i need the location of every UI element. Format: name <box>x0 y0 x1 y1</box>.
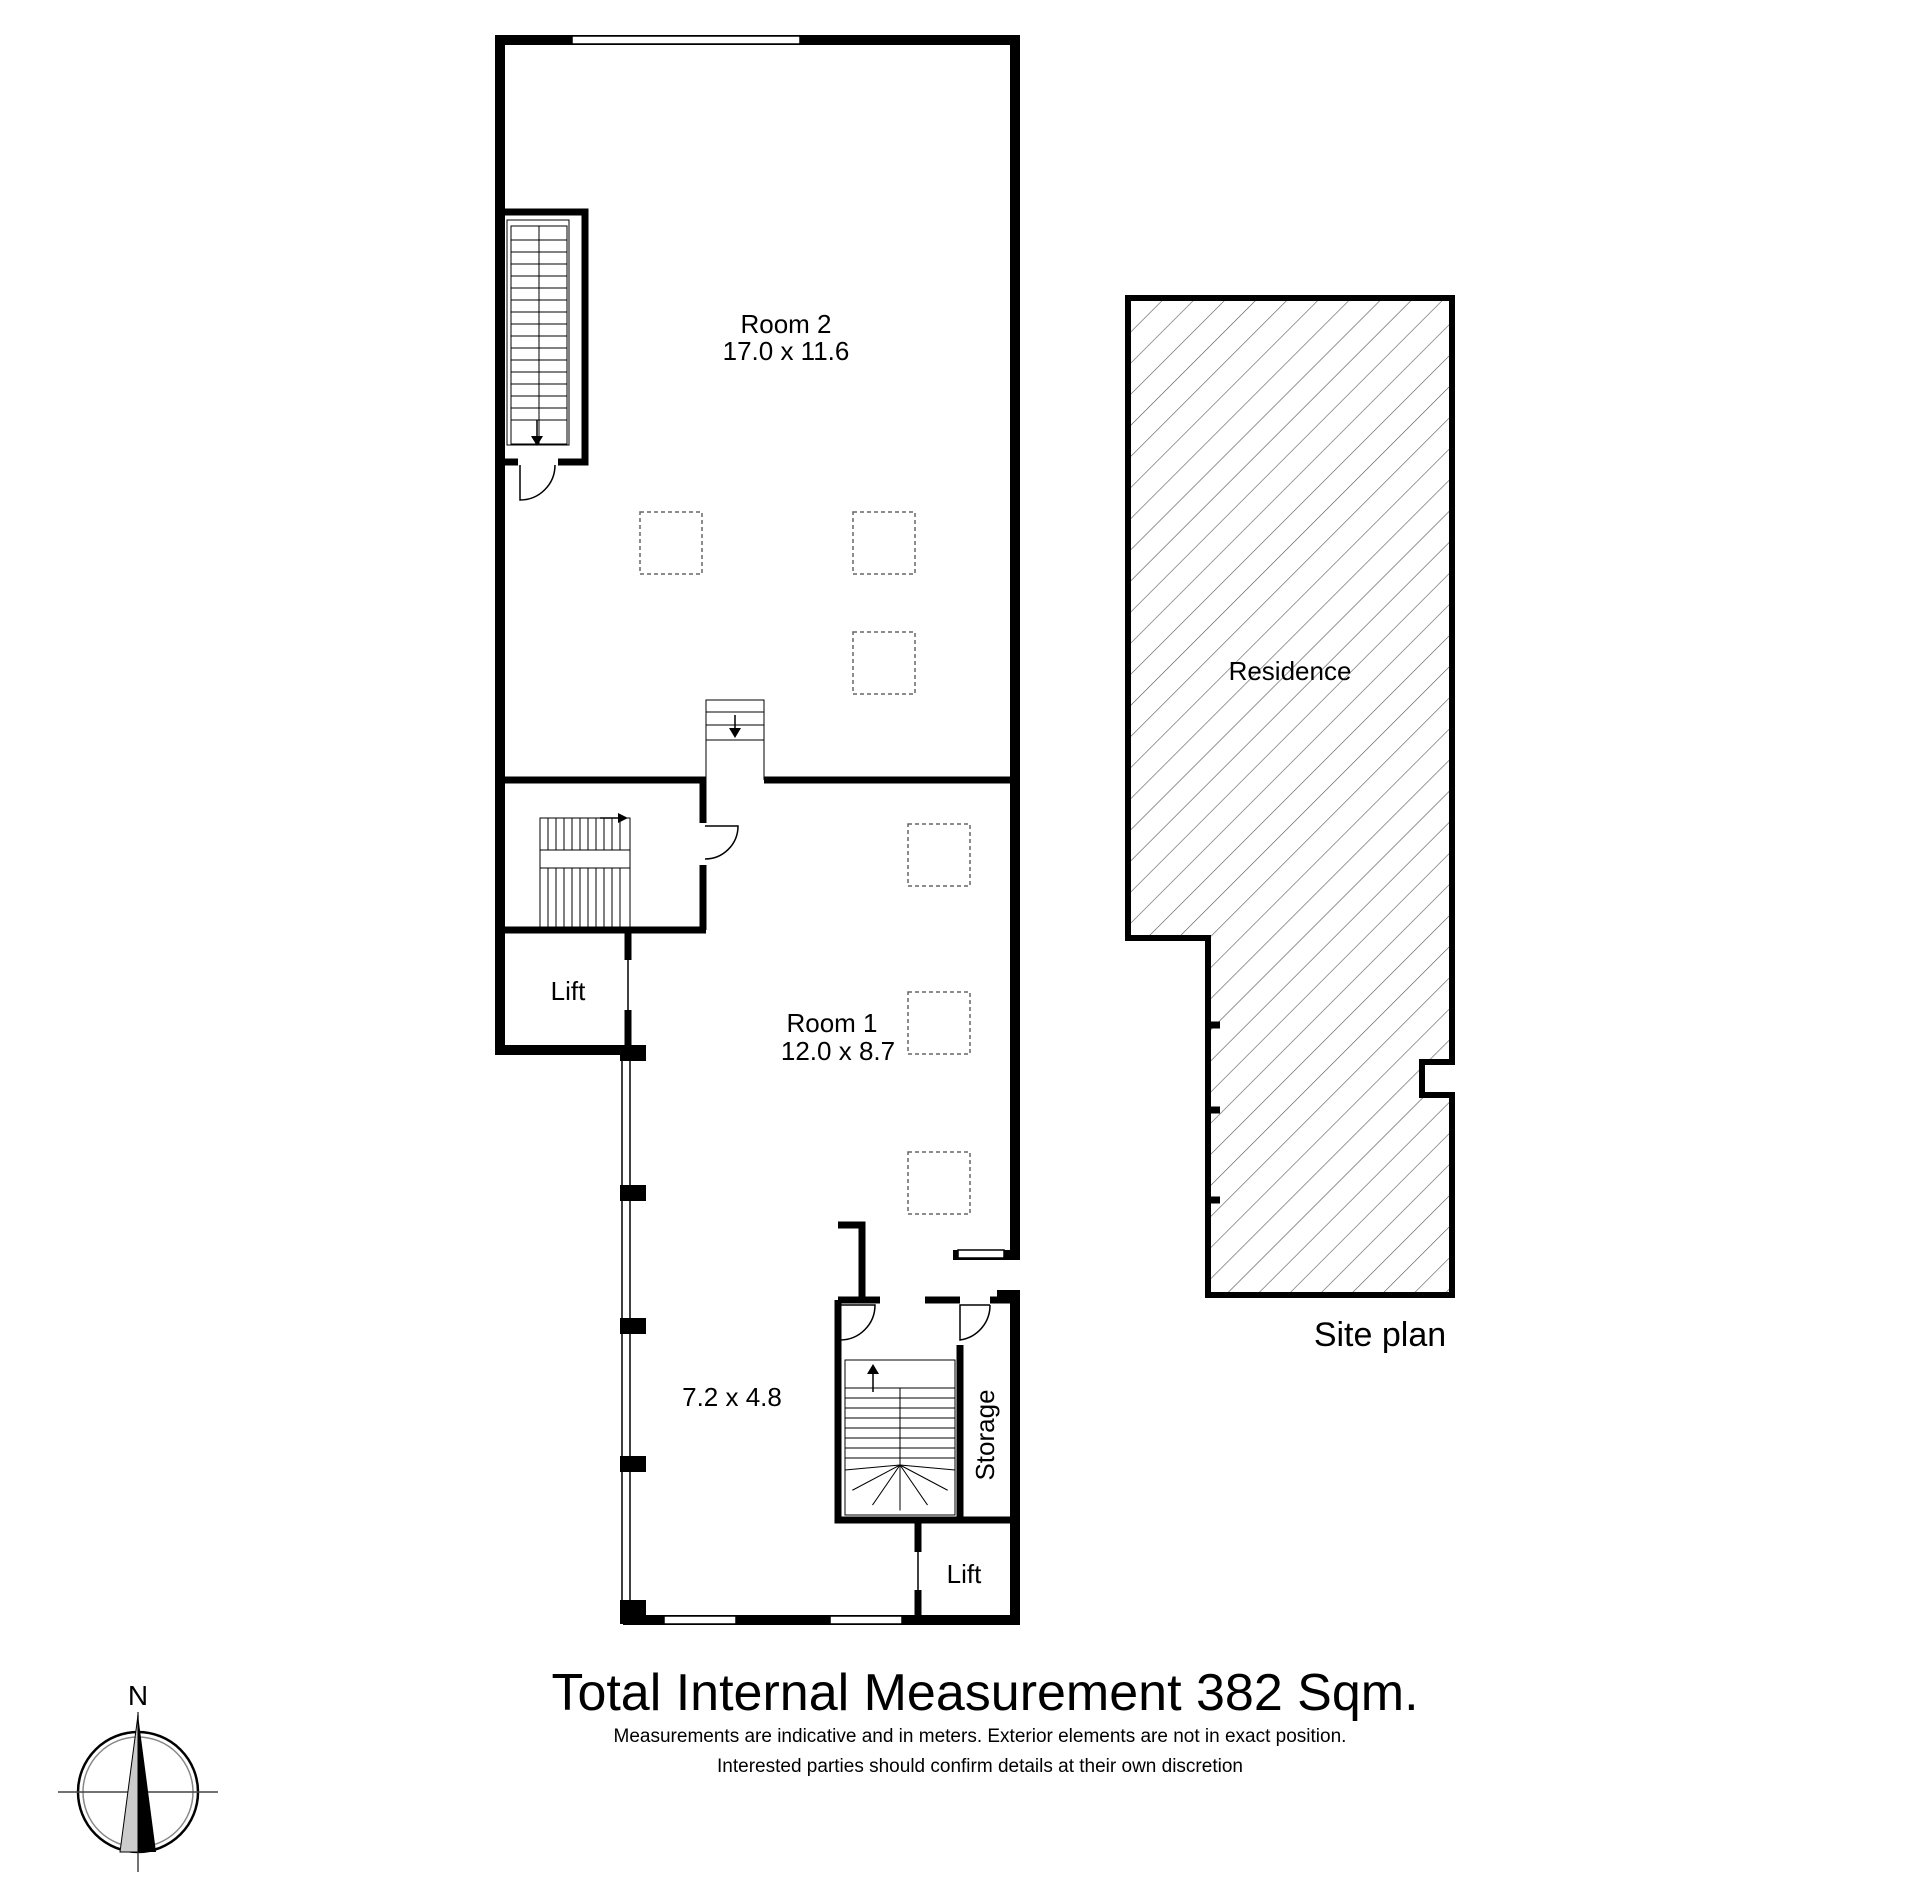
site-plan-caption: Site plan <box>1314 1316 1446 1354</box>
total-measurement-title: Total Internal Measurement 382 Sqm. <box>551 1664 1418 1722</box>
stair-tread <box>844 1464 901 1471</box>
stair-tread <box>852 1464 901 1491</box>
stair-tread <box>899 1464 948 1491</box>
stair-middle-left <box>539 813 631 931</box>
stair-tread <box>872 1464 901 1506</box>
storage-label: Storage <box>970 1389 1000 1480</box>
stair-tread <box>899 1464 956 1471</box>
disclaimer-line-1: Measurements are indicative and in meter… <box>614 1726 1347 1747</box>
internal-walls <box>500 208 1015 1620</box>
lift-lower-label: Lift <box>947 1559 982 1589</box>
compass-icon <box>58 1712 218 1872</box>
bottom-window-1 <box>663 1615 737 1625</box>
compass-north-label: N <box>128 1680 148 1711</box>
pillars <box>620 1045 646 1624</box>
stair-lower <box>844 1359 956 1516</box>
room2-dims: 17.0 x 11.6 <box>723 336 850 366</box>
bottom-window-2 <box>829 1615 903 1625</box>
right-window <box>957 1249 1005 1259</box>
room2-name: Room 2 <box>740 309 831 339</box>
stair-divider <box>705 699 765 780</box>
skylights <box>639 511 971 1215</box>
site-plan <box>1125 295 1455 1298</box>
room1-name: Room 1 <box>786 1008 877 1038</box>
residence-outline <box>1125 295 1455 1298</box>
top-window <box>571 35 801 45</box>
doors <box>519 464 991 1590</box>
stair-tread <box>899 1464 928 1506</box>
disclaimer-line-2: Interested parties should confirm detail… <box>717 1756 1243 1777</box>
residence-label: Residence <box>1229 656 1352 686</box>
room1-dims: 12.0 x 8.7 <box>781 1036 895 1066</box>
stair-upper-left <box>506 219 570 446</box>
room3-dims: 7.2 x 4.8 <box>682 1382 782 1412</box>
lift-upper-label: Lift <box>551 976 586 1006</box>
